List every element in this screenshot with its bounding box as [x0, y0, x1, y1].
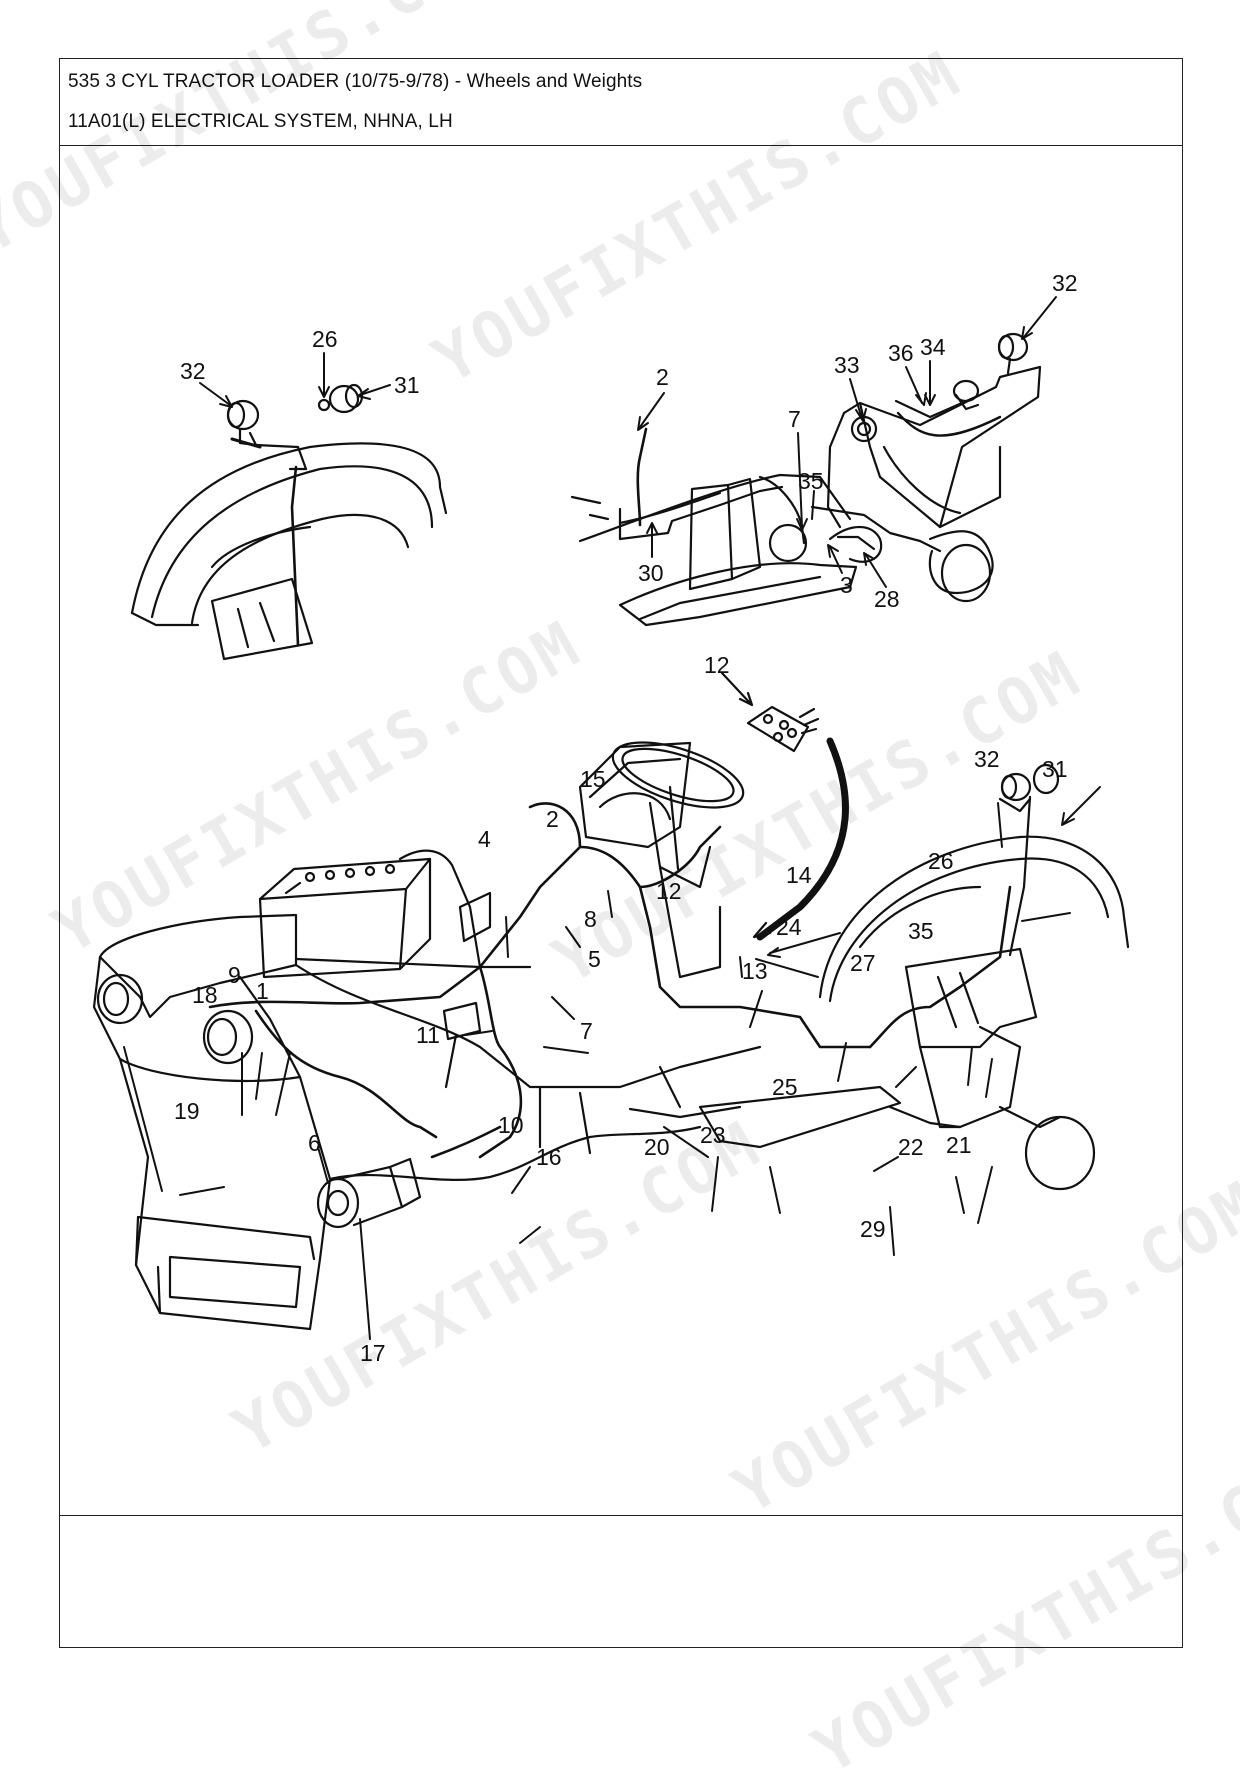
callout-top-left-32: 32 — [180, 358, 206, 384]
callout-top-right-28: 28 — [874, 586, 900, 612]
callout-main-8: 8 — [584, 906, 597, 932]
page-subtitle: 11A01(L) ELECTRICAL SYSTEM, NHNA, LH — [68, 111, 453, 133]
callout-main-23: 23 — [700, 1122, 726, 1148]
callout-main-22: 22 — [898, 1134, 924, 1160]
callout-main-1: 1 — [256, 978, 269, 1004]
exploded-diagram: 26 32 31 2 7 35 33 36 34 32 30 3 28 12 1… — [60, 147, 1182, 1513]
callout-main-13: 13 — [742, 958, 768, 984]
callout-main-6: 6 — [308, 1130, 321, 1156]
callout-top-left-31: 31 — [394, 372, 420, 398]
harness-connector-12 — [722, 673, 845, 937]
callout-main-12: 12 — [656, 878, 682, 904]
rear-lamp-32-top-left — [228, 401, 260, 447]
callout-main-27: 27 — [850, 950, 876, 976]
rear-fender-lh-view — [132, 443, 446, 659]
callout-main-14: 14 — [786, 862, 812, 888]
rear-lamp-32-top-right — [999, 334, 1027, 373]
callout-main-5: 5 — [588, 946, 601, 972]
callout-main-31: 31 — [1042, 756, 1068, 782]
callout-main-10: 10 — [498, 1112, 524, 1138]
callout-top-right-36: 36 — [888, 340, 914, 366]
header-divider — [60, 145, 1182, 146]
callout-main-24: 24 — [776, 914, 802, 940]
callout-middle-12: 12 — [704, 652, 730, 678]
callout-main-18: 18 — [192, 982, 218, 1008]
footer-divider — [60, 1515, 1182, 1516]
callout-main-19: 19 — [174, 1098, 200, 1124]
main-harness — [210, 803, 1010, 1157]
callout-main-16: 16 — [536, 1144, 562, 1170]
callout-main-32: 32 — [974, 746, 1000, 772]
callout-main-29: 29 — [860, 1216, 886, 1242]
callout-main-21: 21 — [946, 1132, 972, 1158]
callout-main-4: 4 — [478, 826, 491, 852]
callout-main-15: 15 — [580, 766, 606, 792]
top-right-callout-arrows — [638, 297, 1056, 587]
callout-main-35: 35 — [908, 918, 934, 944]
callout-main-7: 7 — [580, 1018, 593, 1044]
callout-top-right-35: 35 — [798, 468, 824, 494]
callout-top-right-3: 3 — [840, 572, 853, 598]
callout-top-left-26: 26 — [312, 326, 338, 352]
callout-main-11: 11 — [416, 1022, 440, 1048]
callout-main-26: 26 — [928, 848, 954, 874]
callout-top-right-33: 33 — [834, 352, 860, 378]
callout-main-2: 2 — [546, 806, 559, 832]
callout-main-17: 17 — [360, 1340, 386, 1366]
callout-top-right-7: 7 — [788, 406, 801, 432]
page-title: 535 3 CYL TRACTOR LOADER (10/75-9/78) - … — [68, 71, 642, 93]
callout-top-right-30: 30 — [638, 560, 664, 586]
callout-top-right-32: 32 — [1052, 270, 1078, 296]
callout-top-right-2: 2 — [656, 364, 669, 390]
callout-main-9: 9 — [228, 962, 241, 988]
rear-axle-harness-view — [572, 367, 1040, 625]
callout-main-25: 25 — [772, 1074, 798, 1100]
main-callout-arrows — [124, 787, 1100, 1339]
parts-sheet: 535 3 CYL TRACTOR LOADER (10/75-9/78) - … — [59, 58, 1183, 1648]
callout-top-right-34: 34 — [920, 334, 946, 360]
lamp-bulb-26-and-socket-31 — [319, 385, 362, 412]
callout-main-20: 20 — [644, 1134, 670, 1160]
